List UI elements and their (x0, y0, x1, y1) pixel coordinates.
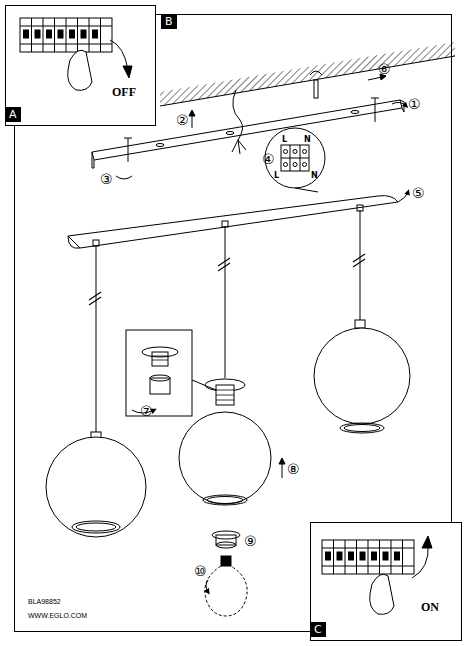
switch-off-panel: A OFF (5, 5, 156, 126)
callout-number: ⑦ (140, 404, 153, 418)
callout-number: ⑩ (194, 564, 207, 578)
panel-letter: B (161, 14, 177, 29)
callout-number: ⑨ (244, 534, 257, 548)
switch-on-panel: C ON (310, 522, 462, 641)
callout-number: ④ (262, 152, 275, 166)
callout-number: ⑤ (412, 186, 425, 200)
switch-state: OFF (112, 86, 136, 98)
callout-number: ② (176, 113, 189, 127)
callout-number: ③ (100, 172, 113, 186)
terminal-letter: L (274, 172, 279, 180)
website: WWW.EGLO.COM (28, 612, 87, 619)
callout-number: ① (408, 97, 421, 111)
switch-state: ON (421, 601, 439, 613)
callout-number: ⑥ (378, 62, 391, 76)
model-code: BLA98852 (28, 598, 61, 605)
callout-number: ⑧ (287, 462, 300, 476)
panel-letter: A (5, 107, 21, 122)
terminal-letter: L (282, 136, 287, 144)
terminal-letter: N (311, 172, 318, 180)
terminal-letter: N (304, 136, 311, 144)
panel-letter: C (310, 622, 326, 637)
